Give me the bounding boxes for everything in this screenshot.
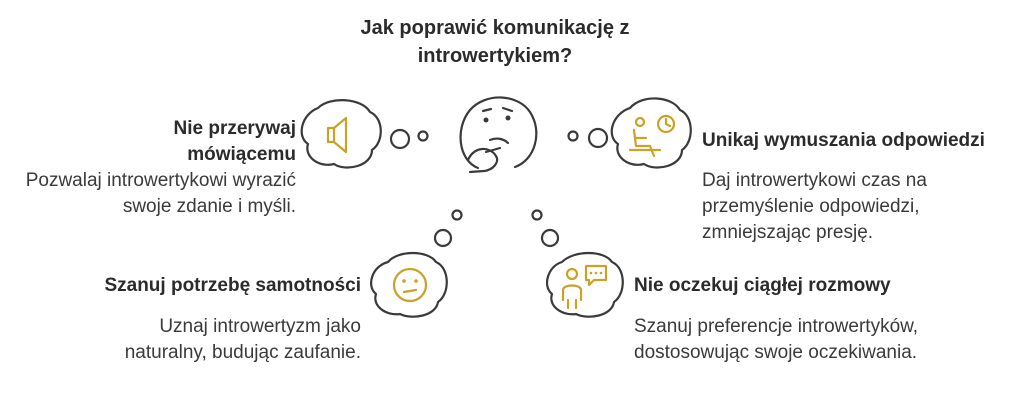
thought-dots-right [567, 127, 609, 149]
item-description-conversation: Szanuj preferencje introwertyków, dostos… [634, 316, 919, 363]
item-heading-interrupt: Nie przerywaj mówiącemu [173, 118, 297, 165]
diagram-title: Jak poprawić komunikację z introwertykie… [360, 17, 630, 67]
neutral-face-icon-cloud [370, 251, 448, 318]
item-heading-solitude: Szanuj potrzebę samotności [104, 275, 361, 296]
waiting-person-clock-icon-cloud [610, 97, 692, 169]
thinking-face-icon [459, 96, 538, 174]
thought-dots-lower-right [531, 209, 560, 248]
item-description-solitude: Uznaj introwertyzm jako naturalny, buduj… [124, 316, 361, 363]
item-heading-forcing-answers: Unikaj wymuszania odpowiedzi [702, 130, 985, 151]
waiting-person-clock-icon [628, 114, 676, 158]
item-heading-conversation: Nie oczekuj ciągłej rozmowy [634, 275, 891, 296]
thought-dots-left [389, 128, 429, 150]
item-description-interrupt: Pozwalaj introwertykowi wyrazić swoje zd… [25, 170, 296, 217]
thought-dots-lower-left [433, 209, 463, 248]
neutral-face-icon [392, 267, 428, 303]
item-description-forcing-answers: Daj introwertykowi czas na przemyślenie … [702, 170, 927, 243]
speaker-icon-cloud [300, 99, 382, 169]
person-chat-bubble-icon-cloud [545, 251, 624, 318]
person-chat-bubble-icon [561, 264, 608, 310]
speaker-icon [326, 116, 348, 154]
